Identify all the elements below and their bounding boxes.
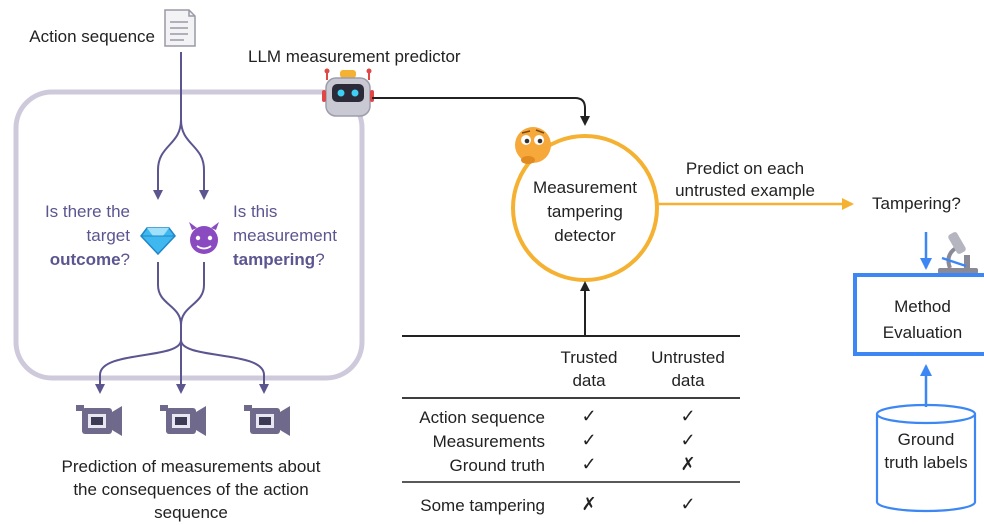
action-sequence-label: Action sequence xyxy=(29,27,155,46)
diamond-icon xyxy=(140,227,176,256)
camera-icon xyxy=(76,405,122,436)
predictor-container xyxy=(13,89,365,381)
microscope-icon xyxy=(938,232,978,274)
table-cell-untrusted: ✓ xyxy=(680,494,696,514)
ground-truth-label: Ground truth labels xyxy=(884,430,968,472)
detector-circle xyxy=(511,134,659,282)
thinking-face-icon xyxy=(515,127,551,164)
devil-face-icon xyxy=(189,222,219,254)
table-cell-trusted: ✓ xyxy=(581,454,597,474)
robot-icon xyxy=(322,68,374,117)
llm-predictor-label: LLM measurement predictor xyxy=(248,47,461,66)
table-col-trusted: Trusted data xyxy=(560,348,618,390)
table-col-untrusted: Untrusted data xyxy=(651,348,725,390)
camera-icon xyxy=(160,405,206,436)
table-cell-trusted: ✓ xyxy=(581,430,597,450)
tamper-q-bold: tampering xyxy=(233,250,316,269)
tamper-q-suffix: ? xyxy=(315,250,325,269)
document-icon xyxy=(164,9,196,47)
prediction-caption: Prediction of measurements about the con… xyxy=(61,457,321,522)
table-row-label: Measurements xyxy=(432,432,545,451)
tampering-question: Is this measurement tampering? xyxy=(233,200,363,272)
table-cell-trusted: ✓ xyxy=(581,406,597,426)
table-row-label: Action sequence xyxy=(419,408,545,427)
ground-truth-cylinder xyxy=(875,403,977,513)
tamper-q-prefix: Is this measurement xyxy=(233,202,337,245)
table-row-label: Some tampering xyxy=(420,496,545,515)
detector-label: Measurement tampering detector xyxy=(533,178,637,245)
method-evaluation-box xyxy=(853,273,984,356)
target-q-prefix: Is there the target xyxy=(44,202,130,245)
table-row-label: Ground truth xyxy=(449,456,545,475)
method-evaluation-label: Method Evaluation xyxy=(882,297,963,342)
camera-icon xyxy=(244,405,290,436)
tampering-question-label: Tampering? xyxy=(872,194,961,213)
target-q-bold: outcome xyxy=(49,250,121,269)
table-cell-trusted: ✗ xyxy=(581,494,597,514)
table-cell-untrusted: ✓ xyxy=(680,406,696,426)
target-outcome-question: Is there the target outcome? xyxy=(40,200,130,272)
table-cell-untrusted: ✗ xyxy=(680,454,696,474)
predict-label: Predict on each untrusted example xyxy=(675,159,815,200)
target-q-suffix: ? xyxy=(120,250,130,269)
table-cell-untrusted: ✓ xyxy=(680,430,696,450)
